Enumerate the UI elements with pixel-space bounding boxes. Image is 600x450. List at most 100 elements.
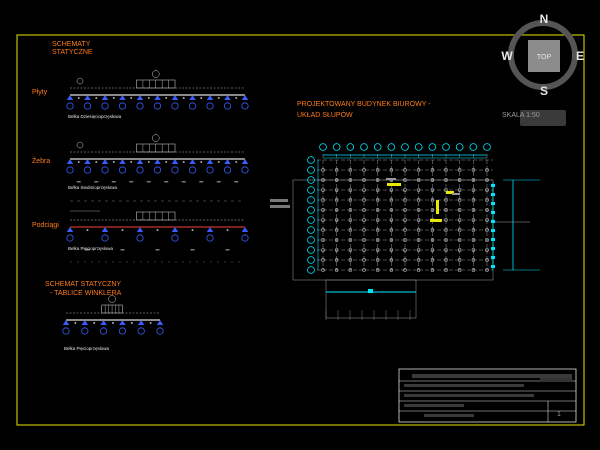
column — [430, 178, 434, 182]
column — [403, 218, 407, 222]
static-schemes-panel: SCHEMATY STATYCZNE Płyty Żebra Podciągi … — [32, 41, 249, 351]
column — [417, 228, 421, 232]
column — [362, 178, 366, 182]
support-triangle — [66, 95, 74, 100]
viewcube[interactable]: TOP N S W E SKALA 1:50 — [501, 12, 584, 126]
support-label-circle — [83, 166, 92, 174]
plan-title-line1: PROJEKTOWANY BUDYNEK BIUROWY - — [297, 101, 431, 108]
compass-south-label[interactable]: S — [540, 84, 548, 98]
title-block[interactable]: 1 — [398, 368, 577, 423]
viewcube-face-top[interactable] — [528, 40, 560, 72]
beam-diagram-plyty[interactable] — [66, 70, 249, 110]
column — [403, 258, 407, 262]
column — [417, 168, 421, 172]
column — [458, 228, 462, 232]
column — [471, 208, 475, 212]
section-label-plyty: Płyty — [32, 89, 48, 96]
beam-caption-podciagi: Belka Pięcioprzęsłowa — [68, 246, 114, 251]
span-marker — [217, 97, 220, 99]
compass-north-label[interactable]: N — [540, 12, 549, 26]
left-label-bar — [270, 205, 290, 208]
column — [444, 168, 448, 172]
node-label-circle — [76, 141, 84, 149]
scale-selector[interactable] — [520, 110, 566, 126]
column — [444, 248, 448, 252]
beam-diagram-podciagi[interactable] — [66, 200, 249, 263]
plan-title-line2: UKŁAD SŁUPÓW — [297, 110, 353, 119]
support-label-circle — [66, 234, 74, 242]
support-label-circle — [223, 166, 232, 174]
column — [458, 248, 462, 252]
column — [458, 268, 462, 272]
column — [430, 168, 434, 172]
axis-bubble-left — [307, 246, 315, 254]
right-dimension-marker — [491, 193, 495, 196]
section-label-podciagi: Podciągi — [32, 222, 59, 229]
axis-bubble-left — [307, 236, 315, 244]
dimension-tick — [199, 181, 204, 183]
span-marker — [165, 161, 168, 163]
support-triangle — [171, 227, 179, 232]
support-triangle — [136, 95, 144, 100]
support-label-circle — [136, 166, 144, 174]
right-dimension-marker — [491, 247, 495, 250]
span-marker — [149, 322, 152, 324]
column — [403, 248, 407, 252]
column — [348, 228, 352, 232]
column — [417, 208, 421, 212]
column — [471, 188, 475, 192]
column — [417, 268, 421, 272]
column — [321, 188, 325, 192]
right-dimension-marker — [491, 220, 495, 223]
viewcube-ring[interactable] — [508, 20, 578, 90]
column — [444, 218, 448, 222]
span-marker — [156, 229, 159, 231]
column — [335, 248, 339, 252]
column — [376, 268, 380, 272]
column — [389, 208, 393, 212]
support-triangle — [189, 95, 196, 100]
left-label-bar — [270, 199, 288, 202]
axis-bubble-left — [307, 166, 315, 174]
dimension-tick — [234, 181, 239, 183]
dimension-tick — [129, 181, 134, 183]
column — [430, 198, 434, 202]
column — [376, 168, 380, 172]
axis-bubble-top — [414, 143, 423, 151]
column — [485, 188, 489, 192]
span-marker — [235, 97, 238, 99]
support-triangle — [156, 320, 164, 325]
column — [376, 238, 380, 242]
plan-drawing[interactable] — [270, 143, 540, 320]
highlighted-beam — [387, 183, 401, 186]
column — [403, 228, 407, 232]
beam-diagram-zebra[interactable] — [66, 134, 249, 183]
column — [485, 178, 489, 182]
axis-bubble-left — [307, 186, 315, 194]
compass-east-label[interactable]: E — [576, 49, 584, 63]
node-label-circle — [108, 295, 116, 303]
column — [376, 188, 380, 192]
dimension-tick — [225, 249, 230, 251]
column — [430, 238, 434, 242]
column — [321, 208, 325, 212]
span-marker — [112, 322, 114, 324]
span-marker — [182, 97, 185, 99]
column — [403, 238, 407, 242]
column — [321, 258, 325, 262]
column — [471, 198, 475, 202]
right-dimension-marker — [491, 229, 495, 232]
beam-diagram-winkler[interactable] — [62, 295, 164, 335]
support-triangle — [189, 159, 196, 164]
compass-west-label[interactable]: W — [501, 49, 513, 63]
span-marker — [130, 161, 133, 163]
column — [389, 258, 393, 262]
column — [376, 218, 380, 222]
support-triangle — [119, 320, 126, 325]
title-block-text-bar — [412, 374, 572, 378]
support-triangle — [224, 95, 231, 100]
column — [471, 228, 475, 232]
axis-bubble-left — [307, 226, 315, 234]
schemes-title-line1: SCHEMATY — [52, 41, 91, 48]
